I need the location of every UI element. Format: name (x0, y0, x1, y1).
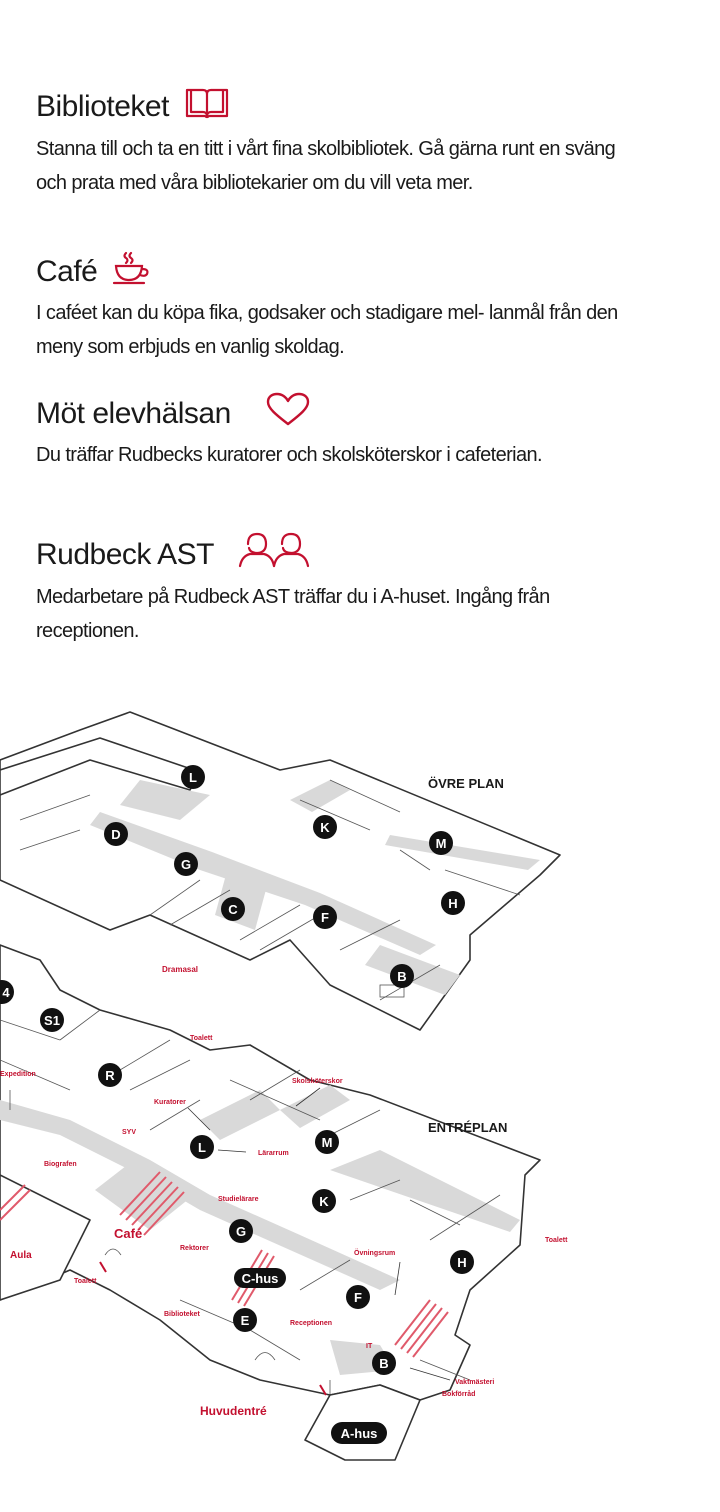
marker-R[interactable]: R (98, 1063, 122, 1087)
room-label-cafe: Café (114, 1226, 142, 1241)
svg-text:4: 4 (2, 985, 10, 1000)
marker-B[interactable]: B (372, 1351, 396, 1375)
upper-floor-markers: L D G K M C F H B (104, 765, 465, 988)
room-label-toalett: Toalett (190, 1035, 213, 1042)
badge-a-hus[interactable]: A-hus (331, 1422, 387, 1444)
section-text: Du träffar Rudbecks kuratorer och skolsk… (36, 444, 543, 466)
marker-M[interactable]: M (315, 1130, 339, 1154)
marker-K[interactable]: K (313, 815, 337, 839)
book-icon (183, 84, 231, 130)
entrance-floor: ENTRÉPLAN Toalett Expedition Skolsköters… (0, 944, 568, 1461)
svg-text:M: M (436, 836, 447, 851)
section-title: Biblioteket (36, 90, 169, 123)
svg-text:D: D (111, 827, 120, 842)
room-label-it: IT (366, 1343, 373, 1350)
room-label-aula: Aula (10, 1250, 32, 1261)
marker-M[interactable]: M (429, 831, 453, 855)
marker-B[interactable]: B (390, 964, 414, 988)
room-label-toalett: Toalett (74, 1278, 97, 1285)
svg-text:R: R (105, 1068, 115, 1083)
section-biblioteket: Biblioteket Stanna till och ta en titt i… (36, 84, 636, 200)
section-text: I caféet kan du köpa fika, godsaker och … (36, 302, 618, 358)
floor-plan-map: ÖVRE PLAN Dramasal (0, 711, 568, 1461)
marker-E[interactable]: E (233, 1308, 257, 1332)
room-label-bokforrad: Bokförråd (442, 1390, 475, 1398)
upper-floor: ÖVRE PLAN Dramasal (0, 711, 561, 1031)
svg-text:F: F (321, 910, 329, 925)
marker-G[interactable]: G (229, 1219, 253, 1243)
section-cafe: Café I caféet kan du köpa fika, godsaker… (36, 250, 636, 364)
svg-text:C: C (228, 902, 238, 917)
svg-text:B: B (379, 1356, 388, 1371)
room-label-dramasal: Dramasal (162, 965, 198, 974)
upper-floor-label: ÖVRE PLAN (428, 776, 504, 791)
room-label-skolskoterskor: Skolsköterskor (292, 1078, 343, 1085)
entrance-floor-markers: 4 S1 R L M K G E F H B C-hus A-hus (0, 980, 474, 1444)
room-label-biografen: Biografen (44, 1161, 77, 1168)
marker-D[interactable]: D (104, 822, 128, 846)
section-title: Rudbeck AST (36, 538, 214, 571)
room-label-biblioteket: Biblioteket (164, 1311, 200, 1318)
room-label-kuratorer: Kuratorer (154, 1099, 186, 1106)
svg-text:K: K (319, 1194, 329, 1209)
marker-L[interactable]: L (190, 1135, 214, 1159)
room-label-expedition: Expedition (0, 1071, 36, 1078)
svg-text:B: B (397, 969, 406, 984)
entrance-floor-label: ENTRÉPLAN (428, 1120, 507, 1135)
coffee-cup-icon (111, 250, 151, 294)
marker-C[interactable]: C (221, 897, 245, 921)
room-label-receptionen: Receptionen (290, 1320, 332, 1327)
svg-text:A-hus: A-hus (341, 1426, 378, 1441)
room-label-rektorer: Rektorer (180, 1245, 209, 1252)
room-label-toalett: Toalett (545, 1237, 568, 1244)
svg-text:L: L (189, 770, 197, 785)
marker-F[interactable]: F (313, 905, 337, 929)
section-title: Möt elevhälsan (36, 397, 231, 430)
stairs (0, 1171, 449, 1358)
svg-text:S1: S1 (44, 1013, 60, 1028)
heart-icon (265, 392, 311, 436)
svg-text:K: K (320, 820, 330, 835)
svg-text:C-hus: C-hus (242, 1271, 279, 1286)
marker-G[interactable]: G (174, 852, 198, 876)
marker-K[interactable]: K (312, 1189, 336, 1213)
section-rudbeck-ast: Rudbeck AST Medarbetare på Rudbeck AST t… (36, 532, 636, 648)
marker-L[interactable]: L (181, 765, 205, 789)
room-label-studielarare: Studielärare (218, 1196, 259, 1203)
marker-4[interactable]: 4 (0, 980, 14, 1004)
svg-text:L: L (198, 1140, 206, 1155)
room-label-syv: SYV (122, 1129, 136, 1136)
svg-text:M: M (322, 1135, 333, 1150)
section-text: Stanna till och ta en titt i vårt fina s… (36, 138, 616, 194)
svg-text:E: E (241, 1313, 250, 1328)
room-label-ovningsrum: Övningsrum (354, 1248, 395, 1257)
svg-text:G: G (181, 857, 191, 872)
marker-H[interactable]: H (450, 1250, 474, 1274)
svg-text:G: G (236, 1224, 246, 1239)
room-label-huvudentre: Huvudentré (200, 1404, 267, 1418)
section-elevhalsan: Möt elevhälsan Du träffar Rudbecks kurat… (36, 392, 636, 472)
people-icon (238, 532, 314, 578)
marker-H[interactable]: H (441, 891, 465, 915)
badge-c-hus[interactable]: C-hus (234, 1268, 286, 1288)
marker-F[interactable]: F (346, 1285, 370, 1309)
section-text: Medarbetare på Rudbeck AST träffar du i … (36, 586, 550, 642)
svg-text:H: H (448, 896, 457, 911)
room-label-lararrum: Lärarrum (258, 1150, 289, 1157)
svg-text:H: H (457, 1255, 466, 1270)
svg-text:F: F (354, 1290, 362, 1305)
room-label-vaktmasteri: Vaktmästeri (455, 1379, 494, 1386)
section-title: Café (36, 255, 98, 288)
marker-S1[interactable]: S1 (40, 1008, 64, 1032)
